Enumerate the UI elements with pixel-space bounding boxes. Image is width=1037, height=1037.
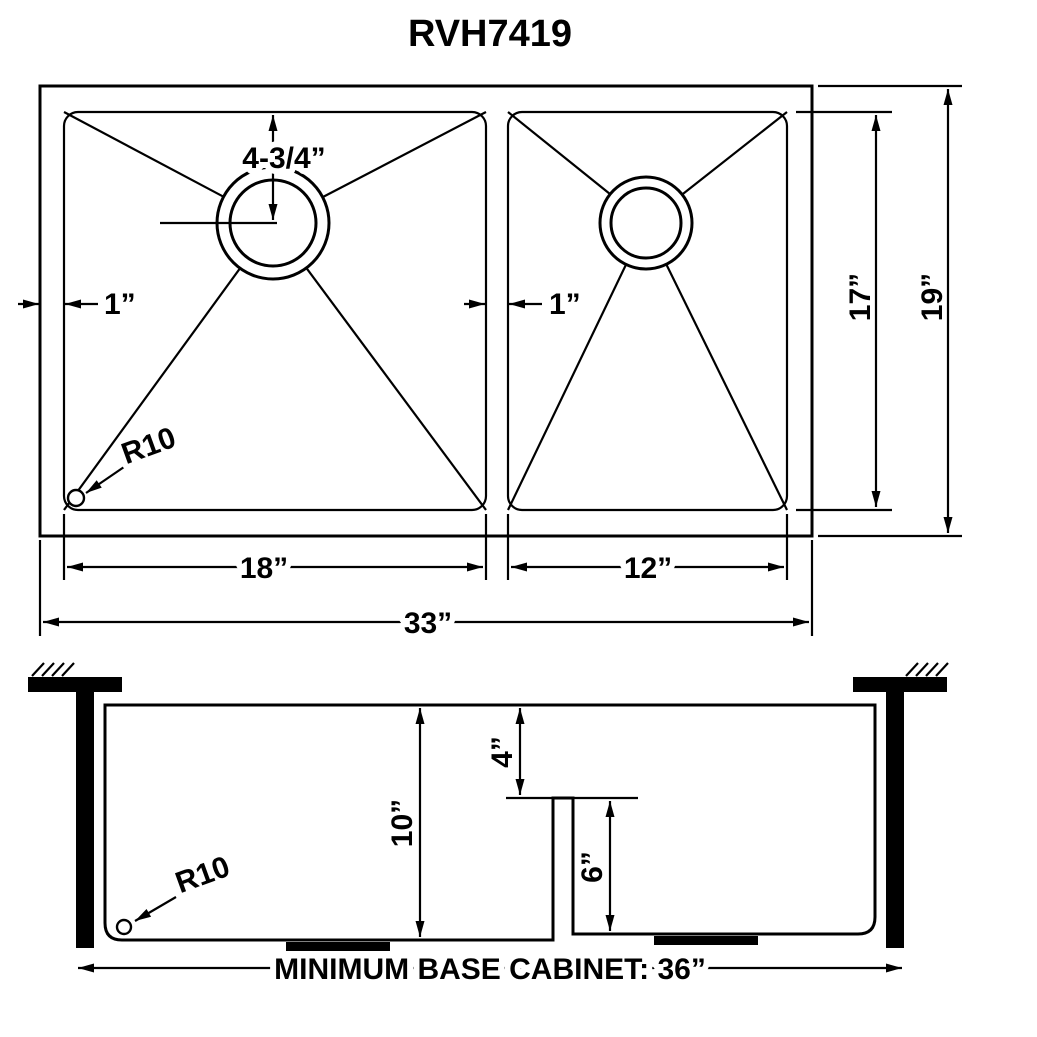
divider-drop-label: 4” [486,736,519,768]
dim-base-cabinet: MINIMUM BASE CABINET: 36” [78,947,902,992]
corner-radius-label-section: R10 [171,850,234,900]
model-number: RVH7419 [408,13,572,55]
corner-radius-callout-section: R10 [115,844,240,936]
dim-left-wall: 1” [18,288,136,321]
right-bowl-depth-label: 6” [576,851,609,883]
left-bowl [62,110,488,512]
dim-33: 33” [38,540,814,646]
divider-wall-label: 1” [549,288,581,321]
sound-pad-left [286,942,390,951]
section-view: 10” 4” 6” R10 MINIMUM BASE CABINET: 36” [28,662,949,992]
countertop-right [853,662,949,692]
dim-19: 19” [818,84,962,538]
corner-radius-mark-section [115,918,133,936]
dim-6: 6” [576,801,615,931]
left-wall-label: 1” [104,288,136,321]
drain-offset-label: 4-3/4” [242,142,325,175]
cabinet-wall-right [886,692,904,948]
dim-17: 17” [796,110,892,512]
wall-hatching-right [905,662,949,677]
dim-divider-wall: 1” [464,288,581,321]
dim-4: 4” [486,708,525,795]
corner-radius-callout-top: R10 [66,415,186,508]
base-cabinet-label: MINIMUM BASE CABINET: 36” [274,953,706,986]
right-drain [598,175,694,271]
left-bowl-depth-label: 10” [386,799,419,847]
dim-drain-offset: 4-3/4” [160,115,332,225]
countertop-left [28,662,122,692]
corner-radius-label-top: R10 [117,421,180,471]
top-view: 4-3/4” 1” 1” R10 17” [18,84,962,646]
left-bowl-width-label: 18” [240,552,288,585]
dim-18: 18” [62,514,488,591]
sink-outer-rim [38,84,814,538]
right-bowl-width-label: 12” [624,552,672,585]
right-drain-inner-ring [609,186,683,260]
countertop-left-slab [28,677,122,692]
sound-pad-right [654,936,758,945]
dim-12: 12” [506,514,789,591]
overall-width-label: 33” [404,607,452,640]
overall-front-to-back-label: 19” [916,273,949,321]
wall-hatching-left [31,662,75,677]
corner-radius-mark-top [66,488,86,508]
right-bowl [506,110,789,512]
sound-pads [286,936,758,951]
cabinet-wall-left [76,692,94,948]
dim-10: 10” [386,708,425,937]
countertop-right-slab [853,677,947,692]
bowl-front-to-back-label: 17” [844,273,877,321]
